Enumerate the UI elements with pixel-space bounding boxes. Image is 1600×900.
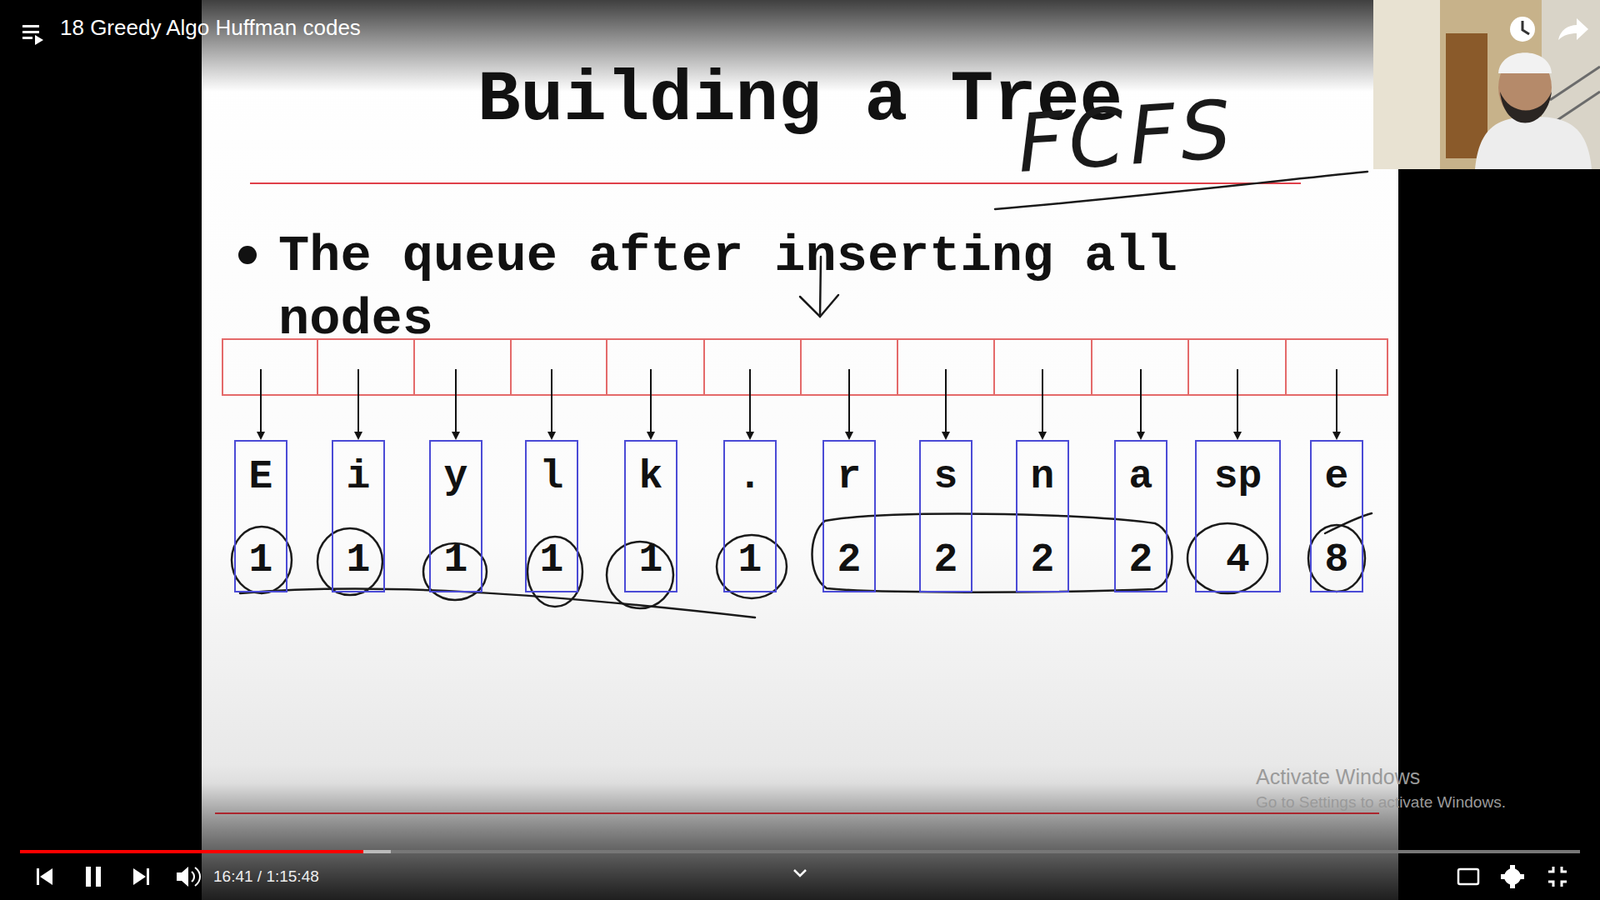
- player-bottom-shade: [0, 783, 1600, 900]
- frequency-count: 2: [1115, 536, 1166, 584]
- symbol-text: i: [333, 453, 384, 500]
- share-icon: [1558, 18, 1589, 40]
- progress-buffer: [20, 850, 391, 854]
- symbol-text: n: [1017, 453, 1068, 500]
- queue-node: n2: [1015, 440, 1070, 593]
- bullet-text: The queue after inserting all nodes: [278, 225, 1237, 352]
- queue-node: .1: [723, 440, 777, 593]
- queue-node: s2: [919, 440, 973, 593]
- queue-node: i1: [331, 440, 385, 593]
- playlist-icon: [22, 25, 44, 45]
- frequency-count: 2: [920, 536, 971, 584]
- frequency-count: 4: [1196, 536, 1280, 584]
- frequency-count: 1: [725, 536, 775, 584]
- progress-track: [20, 850, 1580, 854]
- progress-played: [20, 850, 364, 854]
- frequency-count: 8: [1311, 536, 1362, 584]
- time-display: 16:41 / 1:15:48: [213, 866, 320, 887]
- video-title: 18 Greedy Algo Huffman codes: [60, 13, 361, 42]
- watch-later-icon: [1510, 16, 1535, 42]
- webcam-thumbnail: [1373, 0, 1600, 170]
- bullet-dot: [238, 245, 257, 265]
- queue-node: l1: [525, 440, 579, 593]
- watermark: Go to Settings to activate Windows.: [1255, 792, 1506, 813]
- player-controls: [36, 865, 1567, 889]
- symbol-text: .: [725, 453, 775, 500]
- slide-title: Building a Tree: [0, 60, 1600, 140]
- hand-annotations: [231, 171, 1372, 618]
- queue-node: e8: [1310, 440, 1364, 593]
- pointer-arrows: [260, 369, 1337, 439]
- queue-node: E1: [234, 440, 288, 593]
- queue-node: a2: [1114, 440, 1168, 593]
- title-rule: [250, 182, 1301, 185]
- symbol-text: r: [824, 453, 875, 500]
- symbol-text: e: [1311, 453, 1362, 500]
- frequency-count: 1: [333, 536, 384, 584]
- queue-node: r2: [822, 440, 876, 593]
- frequency-count: 1: [526, 536, 577, 584]
- queue-node: k1: [624, 440, 678, 593]
- symbol-text: s: [920, 453, 971, 500]
- frequency-count: 1: [625, 536, 676, 584]
- symbol-text: sp: [1196, 453, 1280, 500]
- symbol-text: l: [526, 453, 577, 500]
- frequency-count: 2: [1017, 536, 1068, 584]
- symbol-text: E: [235, 453, 286, 500]
- symbol-text: a: [1115, 453, 1166, 500]
- symbol-text: y: [430, 453, 481, 500]
- queue-node: y1: [429, 440, 483, 593]
- symbol-text: k: [625, 453, 676, 500]
- handwritten-note: FCFS: [1014, 83, 1239, 190]
- frequency-count: 2: [824, 536, 875, 584]
- frequency-count: 1: [430, 536, 481, 584]
- frequency-count: 1: [235, 536, 286, 584]
- watermark: Activate Windows: [1255, 764, 1420, 790]
- queue-node: sp 4: [1195, 440, 1281, 593]
